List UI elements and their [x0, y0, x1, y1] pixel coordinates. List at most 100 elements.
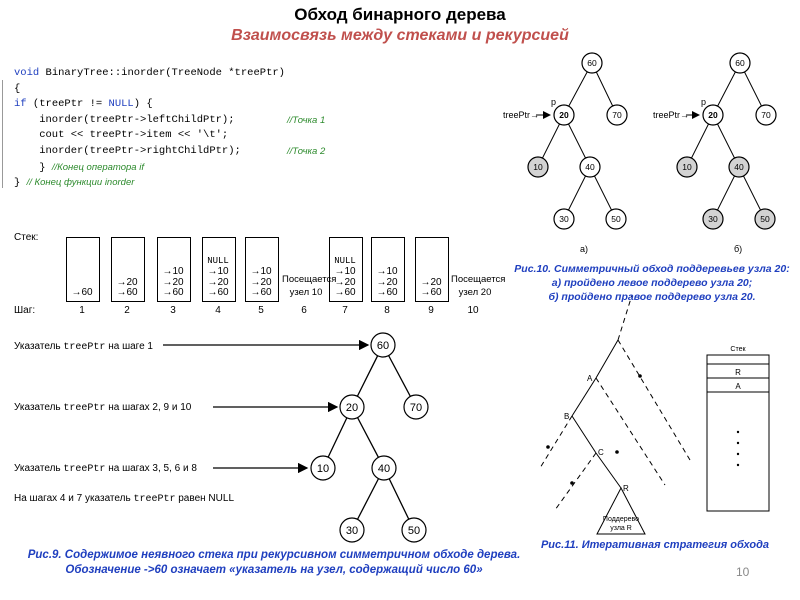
code-block: void BinaryTree::inorder(TreeNode *treeP… — [14, 66, 325, 191]
stack-null-entry: NULL — [207, 255, 229, 266]
fig11-subtree-text-2: узла R — [610, 525, 632, 532]
stack-entry: →60 — [376, 287, 398, 298]
tree-node — [729, 52, 751, 74]
tree-node-label: 30 — [708, 214, 718, 224]
code-line: cout << treePtr->item << '\t'; — [14, 129, 229, 142]
tree-node — [579, 156, 601, 178]
step-number: 8 — [384, 305, 390, 316]
fig11-caption: Рис.11. Итеративная стратегия обхода — [540, 539, 770, 551]
tree-node-label: 20 — [346, 402, 358, 414]
fig10a-tree — [536, 62, 618, 220]
tree-node-label: 60 — [377, 340, 389, 352]
code-line: inorder(treePtr->rightChildPtr);//Точка … — [14, 144, 325, 160]
code-comment: //Точка 2 — [287, 145, 326, 157]
tree-node-label: 40 — [378, 463, 390, 475]
code-line: if (treePtr != NULL) { — [14, 98, 153, 111]
code-comment: //Конец оператора if — [51, 161, 144, 173]
tree-node — [553, 208, 575, 230]
tree-node-label: 10 — [682, 162, 692, 172]
fig9-tree — [163, 339, 417, 531]
fig11-dots — [546, 374, 642, 485]
tree-node-label: 20 — [708, 110, 718, 120]
fig11-label-c: C — [598, 448, 604, 457]
stack-entry: →60 — [71, 287, 93, 298]
fig10-sub-a: а) — [580, 244, 588, 254]
stack-label: Стек: — [14, 232, 39, 243]
tree-node-label: 50 — [611, 214, 621, 224]
stack-entry: →20 — [334, 276, 356, 288]
fig11-label-a: A — [587, 374, 593, 383]
fig10b-p-label: p — [701, 97, 706, 107]
fig10-sub-b: б) — [734, 244, 742, 254]
fig11-stack-cell-r: R — [735, 368, 741, 377]
stack-column — [371, 237, 405, 302]
stack-entry: →60 — [420, 287, 442, 298]
stack-entry: →10 — [376, 266, 398, 277]
tree-node-label: 70 — [612, 110, 622, 120]
tree-node-label: 60 — [587, 58, 597, 68]
code-signature: BinaryTree::inorder(TreeNode *treePtr) — [45, 67, 285, 79]
step-number: 9 — [428, 305, 434, 316]
tree-node — [527, 156, 549, 178]
stack-entry: →60 — [162, 287, 184, 298]
step-number: 1 — [79, 305, 85, 316]
fig11-label-b: B — [564, 412, 569, 421]
stack-entry: →60 — [207, 287, 229, 298]
fig11-stack-title: Стек — [730, 346, 746, 353]
tree-node-label: 60 — [735, 58, 745, 68]
tree-node-label: 10 — [317, 463, 329, 475]
fig10-caption: Рис.10. Симметричный обход поддеревьев у… — [514, 263, 790, 303]
tree-node — [310, 455, 336, 481]
pointer-label-step1: Указатель treePtr на шаге 1 — [14, 341, 153, 353]
tree-node — [676, 156, 698, 178]
tree-node — [755, 104, 777, 126]
fig11-stack — [706, 354, 770, 512]
fig10b-treeptr-label: treePtr→ — [653, 110, 689, 120]
stack-null-entry: NULL — [334, 255, 356, 266]
code-line: void BinaryTree::inorder(TreeNode *treeP… — [14, 67, 285, 79]
tree-node — [553, 104, 575, 126]
stack-entry: →10 — [334, 266, 356, 277]
code-comment: //Точка 1 — [287, 114, 326, 126]
tree-node-label: 40 — [585, 162, 595, 172]
stack-entry: →20 — [376, 276, 398, 288]
fig10a-p-label: p — [551, 97, 556, 107]
tree-node — [605, 208, 627, 230]
step-number: 2 — [124, 305, 130, 316]
stack-column — [66, 237, 100, 302]
tree-node-label: 70 — [761, 110, 771, 120]
tree-node-label: 70 — [410, 402, 422, 414]
stack-column — [111, 237, 145, 302]
tree-node-label: 20 — [559, 110, 569, 120]
tree-node — [339, 517, 365, 543]
stack-entry: →60 — [334, 287, 356, 298]
stack-column — [415, 237, 449, 302]
step-number: 4 — [215, 305, 221, 316]
tree-node-label: 50 — [408, 525, 420, 537]
tree-node — [370, 332, 396, 358]
stack-column — [202, 237, 236, 302]
stack-column — [157, 237, 191, 302]
tree-node-label: 40 — [734, 162, 744, 172]
fig10b-tree — [686, 62, 767, 220]
step-number: 7 — [342, 305, 348, 316]
pointer-label-steps-2-9-10: Указатель treePtr на шагах 2, 9 и 10 — [14, 402, 192, 414]
code-line: } // Конец функции inorder — [14, 177, 135, 190]
stack-entry: →20 — [420, 276, 442, 288]
tree-node — [606, 104, 628, 126]
code-line: { — [14, 82, 21, 95]
tree-node — [754, 208, 776, 230]
code-line: } //Конец оператора if — [14, 161, 144, 174]
step-number: 3 — [170, 305, 176, 316]
tree-node — [401, 517, 427, 543]
pointer-null-note: На шагах 4 и 7 указатель treePtr равен N… — [14, 493, 235, 505]
fig10a-treeptr-label: treePtr→ — [503, 110, 539, 120]
tree-node — [581, 52, 603, 74]
page-subtitle: Взаимосвязь между стеками и рекурсией — [231, 27, 569, 44]
stack-entry: →20 — [207, 276, 229, 288]
fig11-stack-dots — [736, 430, 740, 467]
page-title: Обход бинарного дерева — [294, 5, 506, 24]
tree-node-label: 10 — [533, 162, 543, 172]
